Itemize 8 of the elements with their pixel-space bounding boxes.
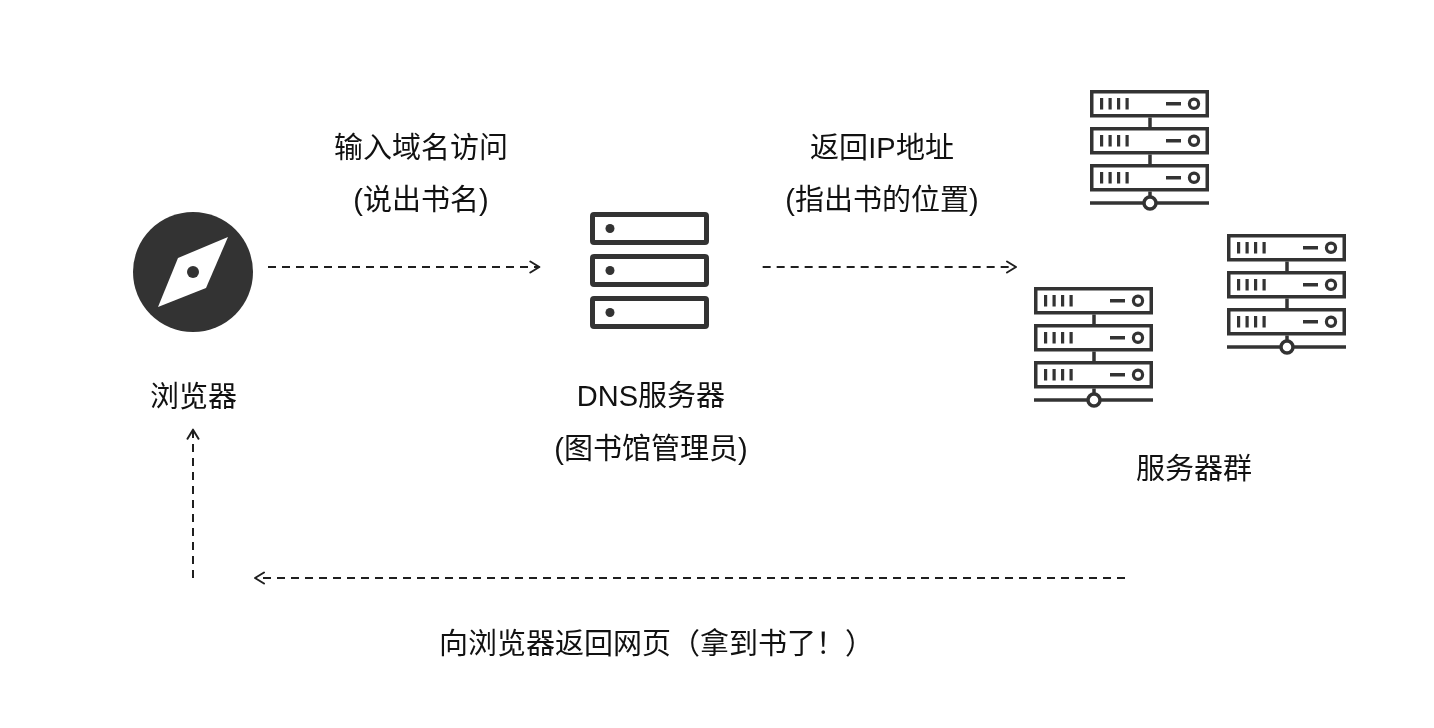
dashed-arrow <box>254 571 1126 585</box>
node-sublabel: (图书馆管理员) <box>554 433 748 467</box>
node-label: 服务器群 <box>1136 453 1252 487</box>
node-label: DNS服务器 <box>576 380 726 414</box>
node-label: 浏览器 <box>149 381 237 415</box>
dashed-arrow <box>186 428 200 579</box>
dashed-arrow <box>761 260 1017 274</box>
dashed-arrow <box>267 260 541 274</box>
